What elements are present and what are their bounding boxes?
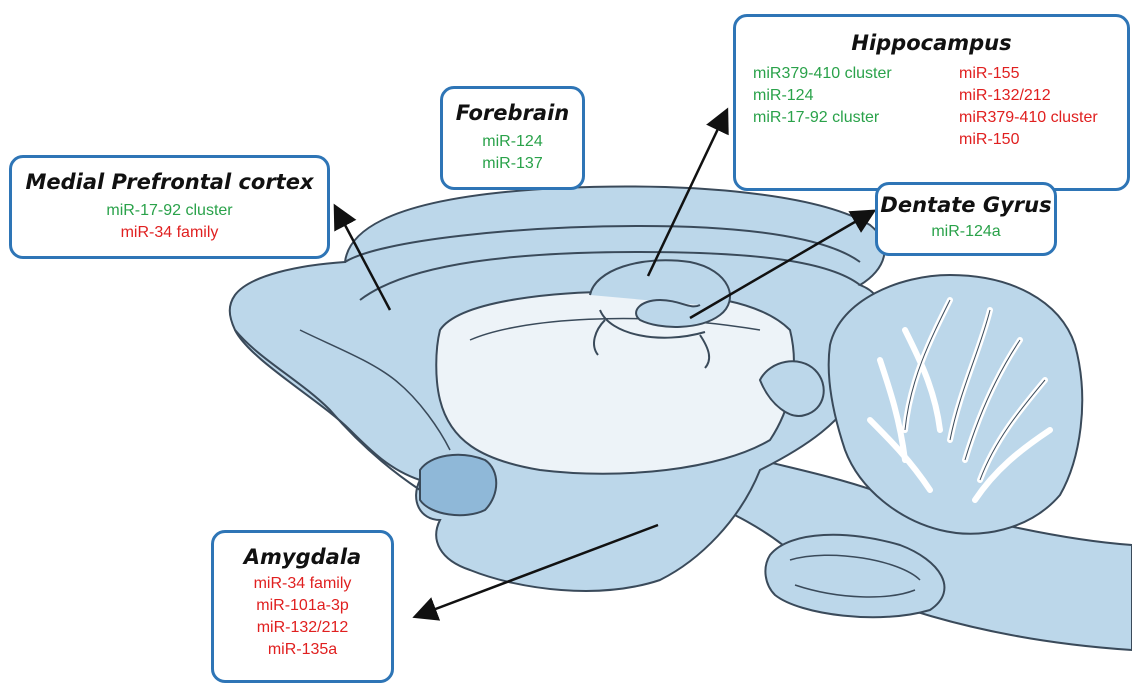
dentate-gyrus-box: Dentate Gyrus miR-124a — [875, 182, 1057, 256]
dentate-gyrus-green-1: miR-124a — [878, 221, 1054, 243]
hippocampus-red-4: miR-150 — [959, 129, 1098, 151]
hippocampus-green-2: miR-124 — [753, 85, 892, 107]
hippocampus-red-1: miR-155 — [959, 63, 1098, 85]
forebrain-title: Forebrain — [443, 101, 582, 125]
amygdala-red-4: miR-135a — [214, 639, 391, 661]
amygdala-red-3: miR-132/212 — [214, 617, 391, 639]
hippocampus-green-1: miR379-410 cluster — [753, 63, 892, 85]
hippocampus-red-list: miR-155 miR-132/212 miR379-410 cluster m… — [959, 63, 1098, 151]
forebrain-box: Forebrain miR-124 miR-137 — [440, 86, 585, 190]
amygdala-red-2: miR-101a-3p — [214, 595, 391, 617]
mpfc-box: Medial Prefrontal cortex miR-17-92 clust… — [9, 155, 330, 259]
forebrain-green-2: miR-137 — [443, 153, 582, 175]
amygdala-box: Amygdala miR-34 family miR-101a-3p miR-1… — [211, 530, 394, 683]
hippocampus-red-2: miR-132/212 — [959, 85, 1098, 107]
amygdala-title: Amygdala — [214, 545, 391, 569]
forebrain-green-1: miR-124 — [443, 131, 582, 153]
hippocampus-green-list: miR379-410 cluster miR-124 miR-17-92 clu… — [753, 63, 892, 129]
olfactory-bulb — [420, 455, 496, 515]
hippocampus-red-3: miR379-410 cluster — [959, 107, 1098, 129]
amygdala-red-1: miR-34 family — [214, 573, 391, 595]
hippocampus-green-3: miR-17-92 cluster — [753, 107, 892, 129]
dentate-gyrus-title: Dentate Gyrus — [878, 193, 1054, 217]
hippocampus-box: Hippocampus miR379-410 cluster miR-124 m… — [733, 14, 1130, 191]
hippocampus-title: Hippocampus — [736, 31, 1127, 55]
mpfc-green-1: miR-17-92 cluster — [12, 200, 327, 222]
mpfc-red-1: miR-34 family — [12, 222, 327, 244]
mpfc-title: Medial Prefrontal cortex — [12, 170, 327, 194]
